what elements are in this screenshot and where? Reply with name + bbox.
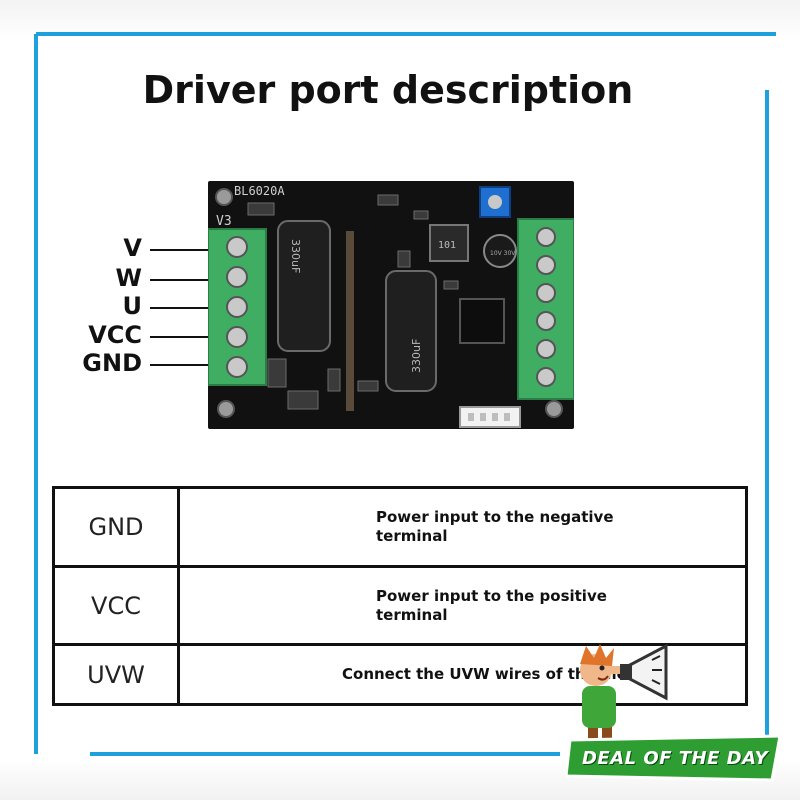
- mount-hole-tl: [215, 188, 233, 206]
- table-port-gnd: GND: [52, 486, 180, 568]
- table-desc-vcc: Power input to the positive terminal: [177, 564, 748, 647]
- board-version-text: V3: [216, 214, 232, 229]
- port-leader-v: [150, 249, 220, 251]
- port-leader-vcc: [150, 336, 220, 338]
- table-row: VCC Power input to the positive terminal: [52, 564, 748, 647]
- port-label-v: V: [123, 234, 142, 262]
- small-capacitor-label: 10V 30V: [490, 250, 516, 257]
- deal-badge-text: DEAL OF THE DAY: [581, 747, 768, 769]
- frame-border-top: [36, 32, 776, 36]
- driver-board-drawing: BL6020A V3 330uF 330uF 101: [208, 184, 574, 428]
- frame-border-left: [34, 34, 38, 754]
- inductor-label: 101: [438, 240, 456, 251]
- left-capacitor: [277, 220, 331, 352]
- mount-hole-bl: [217, 400, 235, 418]
- deal-badge-shape: [566, 734, 782, 782]
- board-model-text: BL6020A: [234, 184, 285, 198]
- smd-components: [247, 194, 459, 410]
- table-port-uvw: UVW: [52, 643, 180, 706]
- heatsink-strip: [346, 231, 354, 411]
- port-leader-w: [150, 279, 220, 281]
- right-capacitor-label: 330uF: [410, 339, 423, 373]
- table-desc-gnd-text: Power input to the negative terminal: [376, 507, 614, 545]
- port-label-u: U: [122, 292, 143, 320]
- deal-badge: DEAL OF THE DAY: [566, 732, 784, 784]
- jst-connector: [459, 406, 521, 428]
- driver-board-image: BL6020A V3 330uF 330uF 101: [208, 181, 574, 429]
- port-label-gnd: GND: [82, 349, 142, 377]
- port-leader-gnd: [150, 364, 220, 366]
- inductor: [429, 224, 469, 262]
- driver-ic: [459, 298, 505, 344]
- left-capacitor-label: 330uF: [289, 239, 302, 273]
- mascot-megaphone-icon: [580, 643, 668, 754]
- frame-border-bottom: [90, 752, 560, 756]
- table-row: GND Power input to the negative terminal: [52, 486, 748, 568]
- port-description-table: GND Power input to the negative terminal…: [52, 486, 748, 706]
- port-label-w: W: [115, 264, 142, 292]
- port-label-vcc: VCC: [88, 321, 142, 349]
- table-desc-vcc-text: Power input to the positive terminal: [376, 586, 607, 624]
- table-row: UVW Connect the UVW wires of the motor: [52, 643, 748, 706]
- page-title: Driver port description: [142, 68, 634, 112]
- small-capacitor: [483, 234, 517, 268]
- port-leader-u: [150, 307, 220, 309]
- table-desc-gnd: Power input to the negative terminal: [177, 486, 748, 568]
- right-capacitor: [385, 270, 437, 392]
- right-terminal-screws: [536, 227, 556, 387]
- mount-hole-br: [545, 400, 563, 418]
- frame-border-right: [765, 90, 769, 740]
- table-port-vcc: VCC: [52, 564, 180, 647]
- left-terminal-screws: [226, 236, 248, 378]
- table-desc-uvw-text: Connect the UVW wires of the motor: [342, 665, 652, 684]
